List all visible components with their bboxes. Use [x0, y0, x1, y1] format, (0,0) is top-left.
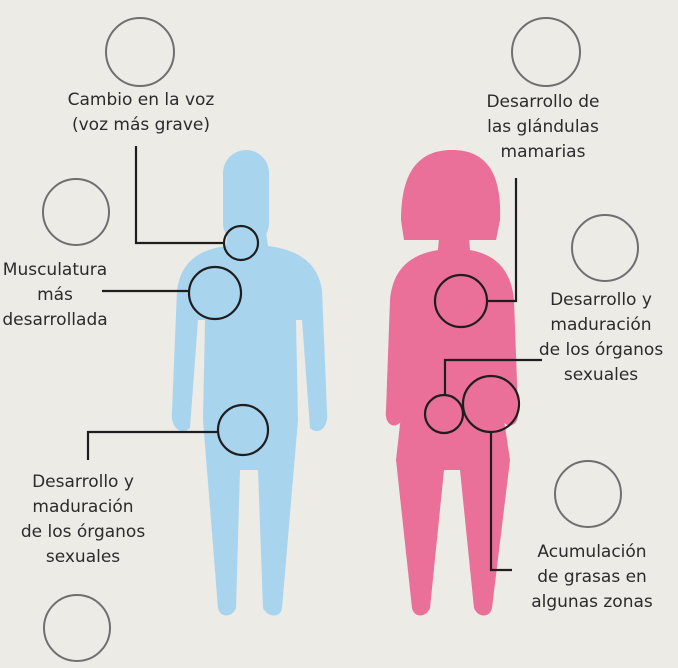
- female-figure: [385, 150, 519, 616]
- voice-marker-circle: [222, 224, 260, 262]
- empty-circle-bottom-left[interactable]: [43, 594, 111, 662]
- musculature-marker-circle: [187, 265, 243, 321]
- female-organs-marker-circle: [423, 393, 465, 435]
- musculature-label: Musculatura más desarrollada: [2, 260, 108, 330]
- fat-marker-circle: [461, 374, 521, 434]
- mammary-connector-line: [487, 178, 518, 303]
- empty-circle-top-right[interactable]: [511, 17, 581, 87]
- male-organs-marker-circle: [216, 403, 270, 457]
- female-sexual-organs-label: Desarrollo y maduración de los órganos s…: [538, 290, 664, 385]
- female-organs-connector-line: [443, 358, 542, 396]
- male-figure: [171, 150, 328, 616]
- fat-accumulation-label: Acumulación de grasas en algunas zonas: [531, 542, 653, 612]
- fat-connector-line: [489, 432, 512, 572]
- empty-circle-mid-left[interactable]: [42, 178, 110, 246]
- empty-circle-lower-right[interactable]: [554, 460, 622, 528]
- male-organs-connector-line: [86, 430, 218, 460]
- mammary-glands-label: Desarrollo de las glándulas mamarias: [486, 92, 600, 162]
- empty-circle-top-left[interactable]: [105, 17, 175, 87]
- male-sexual-organs-label: Desarrollo y maduración de los órganos s…: [20, 472, 146, 567]
- voice-change-label: Cambio en la voz (voz más grave): [67, 90, 215, 135]
- voice-connector-line: [134, 146, 224, 245]
- empty-circle-mid-right[interactable]: [571, 214, 639, 282]
- mammary-marker-circle: [433, 273, 489, 329]
